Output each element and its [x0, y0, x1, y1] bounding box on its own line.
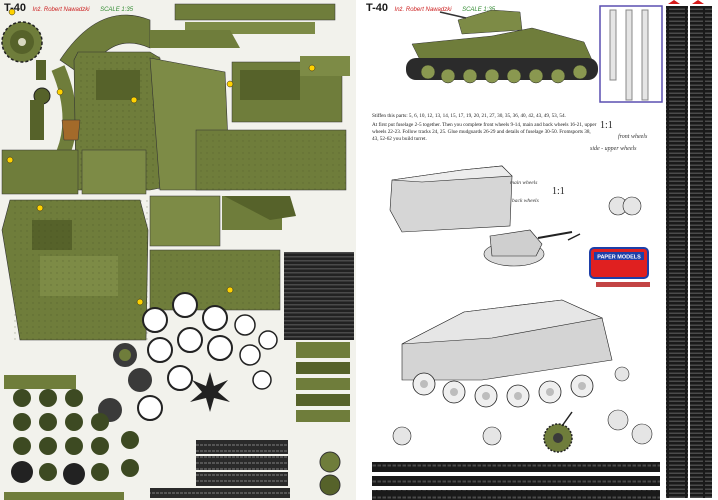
scale-1-1-top: 1:1	[600, 120, 613, 131]
parts-sheet: T-40 Inż. Robert Nawadzki SCALE 1:35	[0, 0, 356, 500]
turret-diagram	[483, 229, 573, 267]
label-front-wheels: front wheels	[618, 134, 648, 140]
tank-render	[406, 9, 598, 84]
road-wheels-parts	[98, 292, 278, 422]
instruction-paragraph-2: At first put fuselage 2-5 together. Then…	[372, 122, 597, 142]
track-strip-1	[666, 6, 688, 498]
right-author-credit: Inż. Robert Nawadzki	[394, 7, 452, 13]
left-author-credit: Inż. Robert Nawadzki	[32, 7, 90, 13]
lower-hull-diagram	[401, 299, 613, 408]
assembly-drawing: PAPER MODELS	[372, 0, 712, 500]
right-model-title: T-40	[366, 2, 389, 14]
track-strip-bottom-1	[372, 462, 660, 472]
label-back-wheels: back wheels	[512, 198, 539, 204]
page-gutter	[356, 0, 362, 500]
logo-text: PAPER MODELS	[597, 255, 641, 261]
track-strip-bottom-3	[372, 490, 660, 500]
track-strip-bottom-2	[372, 476, 660, 486]
label-main-wheels: main wheels	[510, 180, 538, 186]
instructions-sheet: T-40 Inż. Robert Nawadzki SCALE 1:35	[362, 0, 718, 500]
right-scale-label: SCALE 1:35	[462, 7, 496, 13]
track-strip-2	[690, 6, 712, 498]
left-scale-label: SCALE 1:35	[100, 7, 134, 13]
assembly-instructions: Stiffen this parts: 5, 6, 10, 12, 13, 14…	[372, 113, 598, 145]
scale-1-1-mid: 1:1	[552, 186, 565, 197]
hull-diagram	[389, 165, 513, 233]
wheel-rows-part	[4, 375, 139, 485]
instruction-paragraph-1: Stiffen this parts: 5, 6, 10, 12, 13, 14…	[372, 113, 566, 119]
frame-box	[599, 5, 663, 103]
hull-side-part	[1, 199, 149, 341]
sprocket-diagram	[543, 423, 573, 453]
sprocket-part	[1, 21, 43, 63]
label-side-upper-wheels: side - upper wheels	[590, 146, 637, 152]
parts-drawing	[1, 3, 354, 500]
right-sheet-header: T-40 Inż. Robert Nawadzki SCALE 1:35	[366, 2, 495, 14]
